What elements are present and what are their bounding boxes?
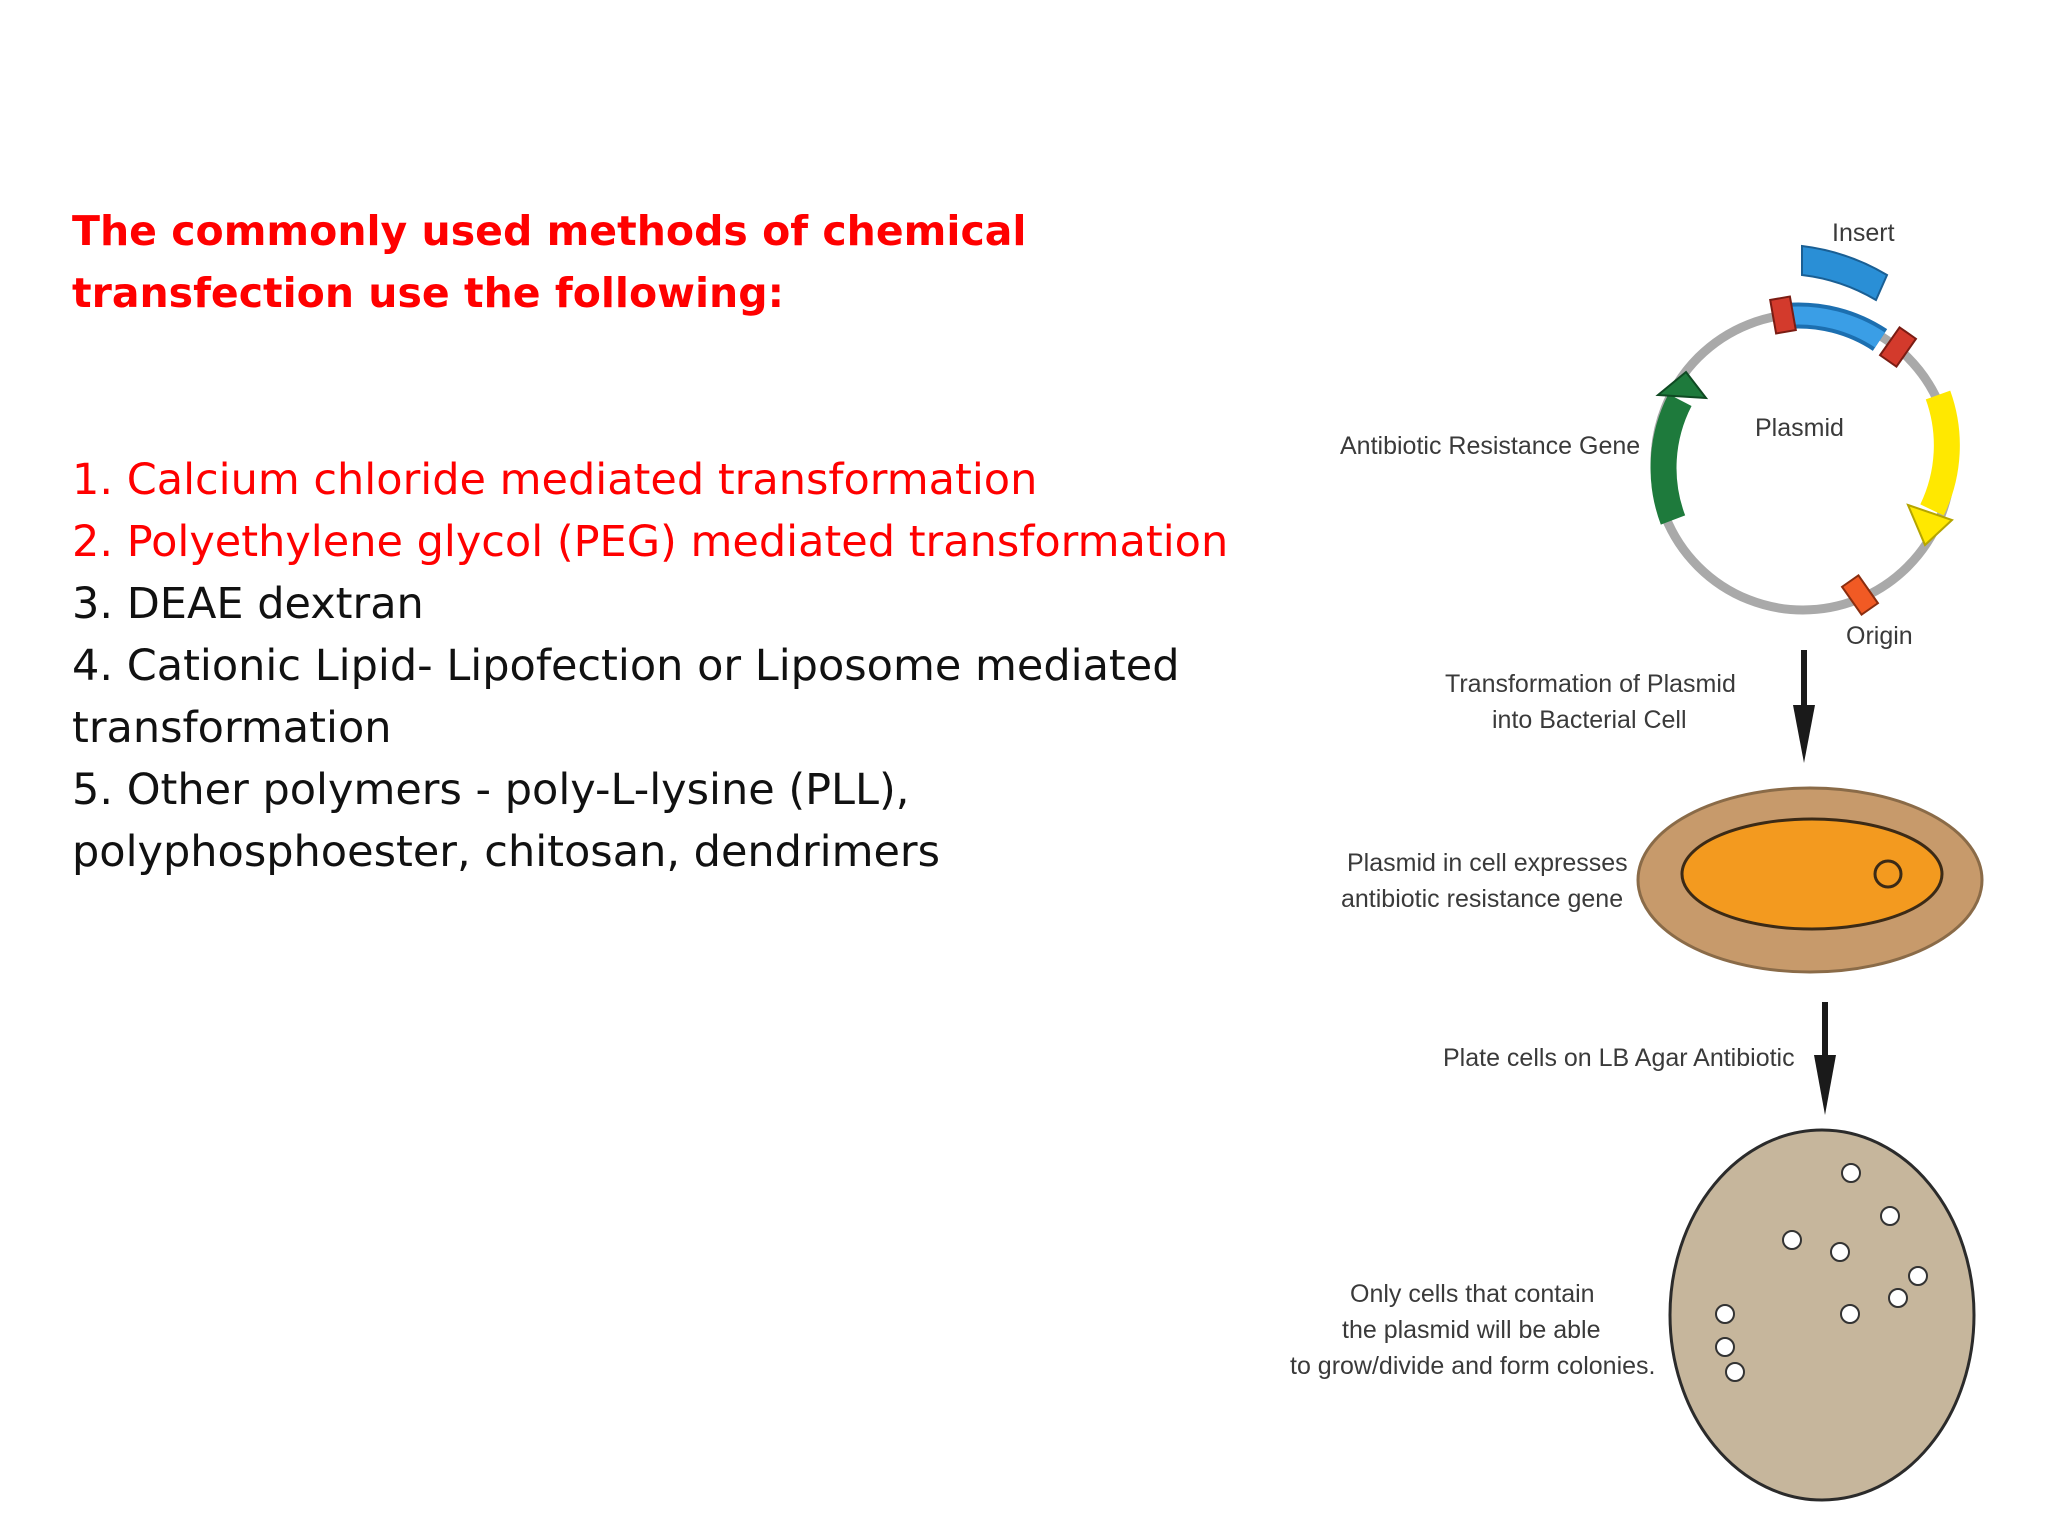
colony-icon bbox=[1715, 1304, 1735, 1324]
insert-segment bbox=[1801, 244, 1889, 302]
colony-icon bbox=[1782, 1230, 1802, 1250]
step1-label-line2: into Bacterial Cell bbox=[1492, 706, 1687, 734]
plate-label-line3: to grow/divide and form colonies. bbox=[1290, 1352, 1655, 1380]
resistance-gene-label: Antibiotic Resistance Gene bbox=[1340, 432, 1640, 460]
slide-text: The commonly used methods of chemical tr… bbox=[72, 200, 1272, 883]
colony-icon bbox=[1880, 1206, 1900, 1226]
arrow-down-icon bbox=[1814, 1002, 1836, 1115]
plate-label-line2: the plasmid will be able bbox=[1342, 1316, 1600, 1344]
plasmid-label: Plasmid bbox=[1755, 414, 1844, 442]
methods-list: 1. Calcium chloride mediated transformat… bbox=[72, 449, 1272, 883]
resistance-gene-arrowhead bbox=[1655, 370, 1709, 400]
colony-icon bbox=[1841, 1163, 1861, 1183]
marker-left bbox=[1769, 295, 1797, 335]
yellow-gene-arrowhead bbox=[1906, 503, 1954, 547]
cell-label-line1: Plasmid in cell expresses bbox=[1347, 849, 1628, 877]
plasmid-in-cell-icon bbox=[1873, 859, 1903, 889]
slide-heading: The commonly used methods of chemical tr… bbox=[72, 207, 1027, 317]
step1-label-line1: Transformation of Plasmid bbox=[1445, 670, 1736, 698]
colony-icon bbox=[1830, 1242, 1850, 1262]
colony-icon bbox=[1908, 1266, 1928, 1286]
arrow-down-icon bbox=[1793, 650, 1815, 763]
bacterial-cell bbox=[1636, 786, 1984, 974]
agar-plate bbox=[1668, 1128, 1976, 1502]
list-item: 2. Polyethylene glycol (PEG) mediated tr… bbox=[72, 517, 1229, 567]
colony-icon bbox=[1840, 1304, 1860, 1324]
cell-label-line2: antibiotic resistance gene bbox=[1341, 885, 1623, 913]
list-item: 4. Cationic Lipid- Lipofection or Liposo… bbox=[72, 641, 1180, 753]
colony-icon bbox=[1725, 1362, 1745, 1382]
plate-label-line1: Only cells that contain bbox=[1350, 1280, 1595, 1308]
resistance-gene-arc bbox=[1650, 394, 1692, 525]
list-item: 1. Calcium chloride mediated transformat… bbox=[72, 455, 1038, 505]
marker-right bbox=[1878, 325, 1918, 369]
origin-label: Origin bbox=[1846, 622, 1913, 650]
plasmid-drawing bbox=[1650, 295, 1960, 617]
origin-marker bbox=[1840, 573, 1880, 617]
colony-icon bbox=[1888, 1288, 1908, 1308]
list-item: 3. DEAE dextran bbox=[72, 579, 424, 629]
step2-label: Plate cells on LB Agar Antibiotic bbox=[1443, 1044, 1795, 1072]
colony-icon bbox=[1715, 1337, 1735, 1357]
list-item: 5. Other polymers - poly-L-lysine (PLL),… bbox=[72, 765, 940, 877]
insert-label: Insert bbox=[1832, 219, 1895, 247]
yellow-gene-arc bbox=[1920, 390, 1960, 516]
